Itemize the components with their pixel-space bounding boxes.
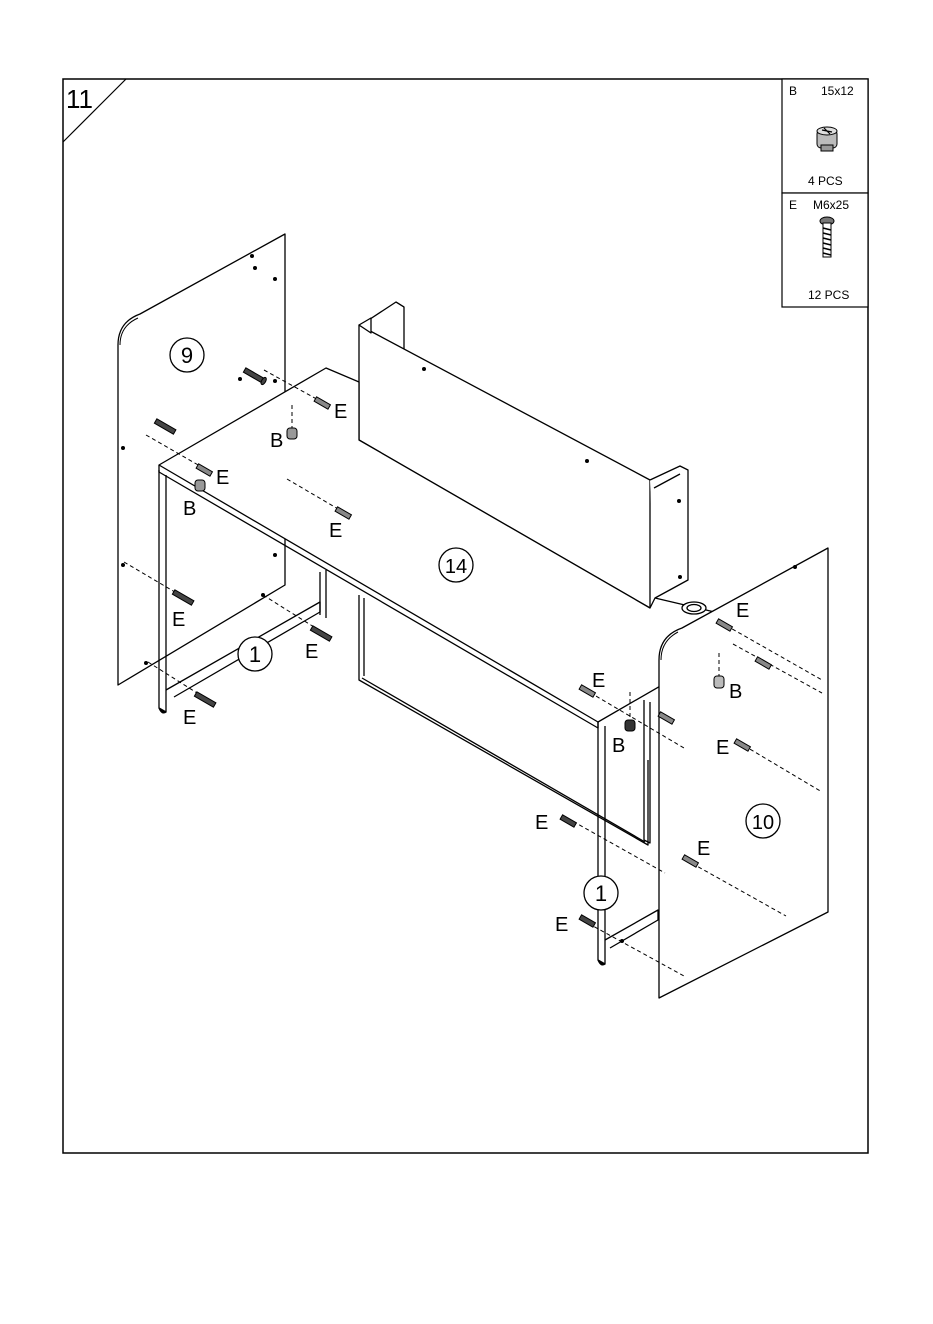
- hardware-e-size: M6x25: [813, 198, 849, 212]
- callout-e: E: [305, 641, 318, 663]
- step-number: 11: [66, 84, 93, 114]
- panel-number-14: 14: [445, 556, 467, 578]
- bolt-icon: [194, 692, 216, 707]
- panel-number-1-right: 1: [595, 881, 607, 906]
- callout-b: B: [270, 430, 283, 452]
- panel-number-1-left: 1: [249, 642, 261, 667]
- callout-b: B: [612, 735, 625, 757]
- callout-e: E: [716, 737, 729, 759]
- callout-e: E: [535, 812, 548, 834]
- callout-e: E: [172, 609, 185, 631]
- callout-e: E: [334, 401, 347, 423]
- hardware-e-code: E: [789, 198, 797, 212]
- panel-label-1-left: 1: [238, 637, 272, 671]
- panel-number-10: 10: [752, 812, 774, 834]
- cam-lock-icon: [287, 428, 297, 439]
- cable-grommet: [682, 602, 706, 614]
- callout-e: E: [592, 670, 605, 692]
- cam-lock-icon: [625, 720, 635, 731]
- hardware-box-b: B 15x12 4 PCS: [782, 79, 868, 193]
- panel-label-10: 10: [746, 804, 780, 838]
- panel-number-9: 9: [181, 343, 193, 368]
- callout-e: E: [183, 707, 196, 729]
- callout-e: E: [736, 600, 749, 622]
- cam-lock-icon: [714, 676, 724, 688]
- bolt-icon: [310, 626, 332, 641]
- callout-e: E: [216, 467, 229, 489]
- hardware-e-qty: 12 PCS: [808, 288, 849, 302]
- hardware-b-qty: 4 PCS: [808, 174, 843, 188]
- callout-e: E: [697, 838, 710, 860]
- bolt-icon: [579, 915, 595, 927]
- callout-e: E: [555, 914, 568, 936]
- panel-label-14: 14: [439, 548, 473, 582]
- bolt-icon: [560, 815, 576, 827]
- callout-b: B: [729, 681, 742, 703]
- cam-lock-icon: [195, 480, 205, 491]
- cam-lock-icon: [817, 127, 837, 151]
- hardware-b-size: 15x12: [821, 84, 854, 98]
- hardware-b-code: B: [789, 84, 797, 98]
- panel-label-1-right: 1: [584, 876, 618, 910]
- callout-b: B: [183, 498, 196, 520]
- hardware-box-e: E M6x25 12 PCS: [782, 193, 868, 307]
- panel-label-9: 9: [170, 338, 204, 372]
- callout-e: E: [329, 520, 342, 542]
